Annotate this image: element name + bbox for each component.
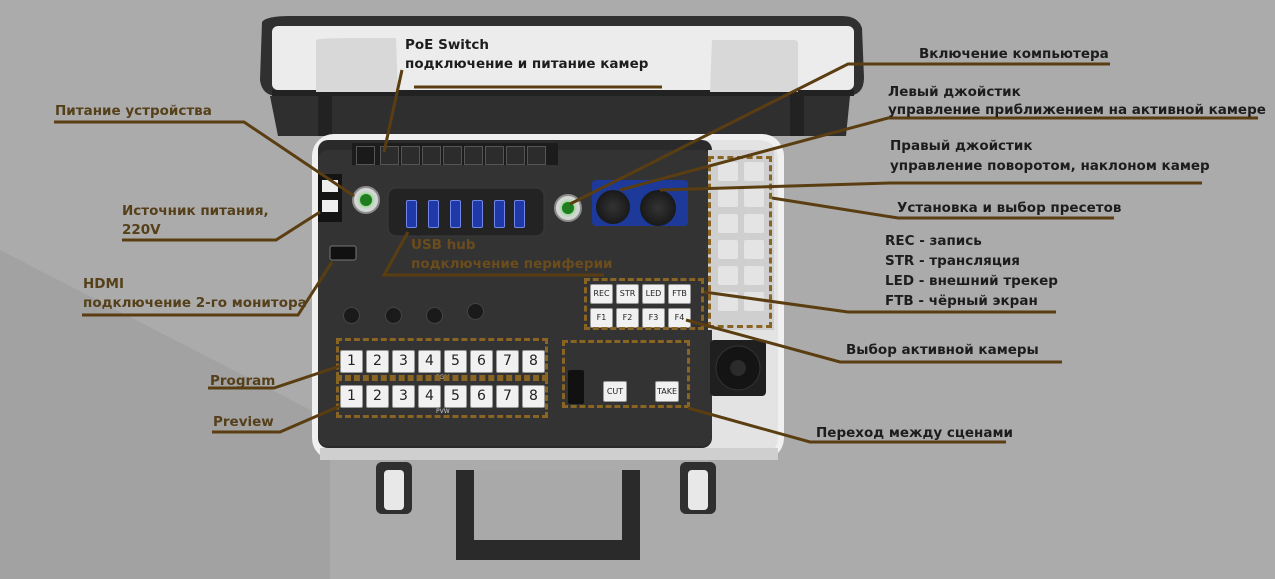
preview-key-4[interactable]: 4 (418, 385, 441, 408)
program-highlight (336, 338, 548, 378)
program-key-6[interactable]: 6 (470, 350, 493, 373)
preview-key-5[interactable]: 5 (444, 385, 467, 408)
hdmi-label-2: подключение 2-го монитора (83, 295, 307, 311)
pc-power-label: Включение компьютера (919, 46, 1109, 62)
hdmi-label-1: HDMI (83, 276, 124, 292)
preview-highlight (336, 378, 548, 418)
preview-key-2[interactable]: 2 (366, 385, 389, 408)
rec-legend: REC - запись (885, 233, 982, 249)
rec-key[interactable]: REC (590, 284, 613, 304)
usb-hub-label-1: USB hub (411, 237, 476, 253)
transition-label: Переход между сценами (816, 425, 1013, 441)
power-device-label: Питание устройства (55, 103, 212, 119)
preview-key-1[interactable]: 1 (340, 385, 363, 408)
function-keys-highlight (584, 278, 704, 330)
program-key-3[interactable]: 3 (392, 350, 415, 373)
str-legend: STR - трансляция (885, 253, 1020, 269)
left-joystick-label-2: управление приближением на активной каме… (888, 102, 1266, 118)
preview-key-8[interactable]: 8 (522, 385, 545, 408)
str-key[interactable]: STR (616, 284, 639, 304)
active-camera-label: Выбор активной камеры (846, 342, 1039, 358)
led-key[interactable]: LED (642, 284, 665, 304)
ftb-key[interactable]: FTB (668, 284, 691, 304)
poe-title: PoE Switch (405, 37, 489, 53)
computer-power-button[interactable] (554, 194, 582, 222)
cut-button[interactable]: CUT (603, 381, 627, 402)
pvw-caption: PVW (436, 408, 450, 415)
program-key-5[interactable]: 5 (444, 350, 467, 373)
preview-key-3[interactable]: 3 (392, 385, 415, 408)
left-joystick[interactable] (596, 190, 630, 224)
transition-highlight (562, 340, 690, 408)
right-joystick[interactable] (640, 190, 676, 226)
usb-hub-label-2: подключение периферии (411, 256, 613, 272)
program-label: Program (210, 373, 276, 389)
preview-key-7[interactable]: 7 (496, 385, 519, 408)
poe-desc: подключение и питание камер (405, 56, 649, 72)
preview-key-6[interactable]: 6 (470, 385, 493, 408)
right-joystick-label-2: управление поворотом, наклоном камер (890, 158, 1210, 174)
device-power-button[interactable] (352, 186, 380, 214)
take-button[interactable]: TAKE (655, 381, 679, 402)
preview-label: Preview (213, 414, 274, 430)
right-joystick-label-1: Правый джойстик (890, 138, 1033, 154)
left-joystick-label-1: Левый джойстик (888, 84, 1021, 100)
presets-label: Установка и выбор пресетов (897, 200, 1122, 216)
f2-key[interactable]: F2 (616, 308, 639, 328)
power-source-label-2: 220V (122, 222, 161, 238)
program-key-4[interactable]: 4 (418, 350, 441, 373)
power-source-label-1: Источник питания, (122, 203, 269, 219)
led-legend: LED - внешний трекер (885, 273, 1058, 289)
program-key-8[interactable]: 8 (522, 350, 545, 373)
program-key-2[interactable]: 2 (366, 350, 389, 373)
program-key-1[interactable]: 1 (340, 350, 363, 373)
program-key-7[interactable]: 7 (496, 350, 519, 373)
ftb-legend: FTB - чёрный экран (885, 293, 1038, 309)
